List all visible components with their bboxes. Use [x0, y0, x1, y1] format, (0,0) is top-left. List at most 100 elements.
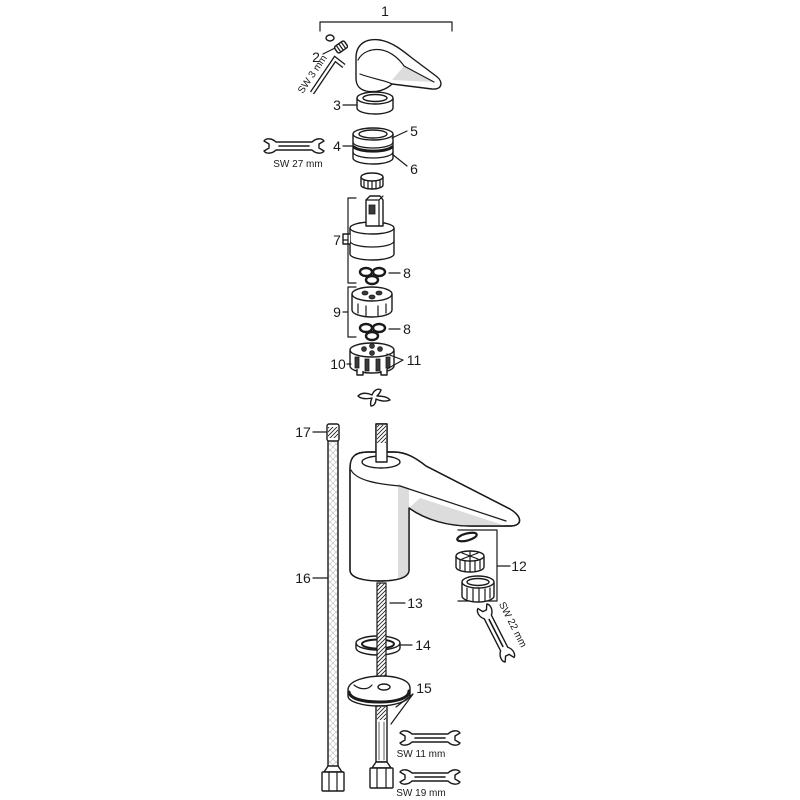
threaded-rod: [376, 582, 387, 688]
aerator-housing-hole: [466, 577, 490, 587]
callout-1-bracket: [319, 21, 453, 32]
hex-key-icon: [309, 55, 346, 95]
faucet-body-outline: [349, 451, 521, 582]
base-hole: [369, 350, 375, 356]
wrench-11-icon: [399, 730, 461, 746]
wrench-19-icon: [399, 769, 461, 785]
callout-14: 14: [415, 637, 431, 653]
hose-bottom-cone: [323, 765, 343, 773]
base-rib: [375, 358, 381, 372]
callout-7: 7: [333, 232, 341, 248]
disc-hole: [375, 290, 383, 296]
faucet-body: [349, 423, 521, 582]
cartridge-band: [349, 240, 395, 248]
hose-top-thread: [328, 427, 338, 438]
center-hose-top-thread: [377, 425, 386, 443]
faucet-body-shade: [398, 484, 409, 579]
hose-edges: [327, 439, 339, 769]
disc-notches: [357, 303, 387, 317]
callout-2-leader: [322, 47, 336, 55]
o-ring: [371, 322, 387, 334]
callout-6-leader: [391, 153, 408, 167]
o-ring: [371, 266, 387, 278]
callout-10: 10: [330, 356, 346, 372]
aerator-housing: [461, 575, 495, 603]
handle-lever-shade: [392, 66, 434, 82]
aerator-insert-grid: [461, 550, 479, 562]
handle-lever-outline: [355, 38, 442, 93]
cartridge-stem-edge: [365, 195, 384, 227]
ring: [356, 91, 394, 115]
disc-top: [351, 286, 393, 302]
wrench-19-size-label: SW 19 mm: [396, 788, 445, 799]
callout-2: 2: [312, 49, 320, 65]
mounting-bracket-plate: [347, 675, 411, 707]
supply-hose-left: [321, 423, 345, 792]
callout-4: 4: [333, 138, 341, 154]
castellated-ring-teeth: [363, 179, 381, 190]
o-ring: [364, 274, 380, 286]
callout-17: 17: [295, 424, 311, 440]
callout-1: 1: [381, 3, 389, 19]
spout-top-face-edge: [350, 469, 507, 522]
nut-hole: [358, 129, 388, 139]
center-stud-lines: [378, 721, 385, 761]
callout-5: 5: [410, 123, 418, 139]
wrench-11-size-label: SW 11 mm: [397, 749, 446, 760]
base-top: [349, 342, 395, 358]
center-hose-bottom-nut: [369, 767, 394, 789]
callout-7-bracket: [342, 197, 357, 284]
o-ring: [358, 266, 374, 278]
mounting-bracket: [347, 675, 411, 707]
ceramic-disc: [351, 286, 393, 318]
castellated-ring: [360, 172, 384, 190]
hose-bottom-nut: [321, 771, 345, 792]
callout-11: 11: [407, 352, 422, 368]
callout-16: 16: [295, 570, 311, 586]
callout-3: 3: [333, 97, 341, 113]
supply-hose-center: [369, 705, 394, 789]
hose-braid: [328, 440, 338, 768]
mounting-bracket-hole: [377, 683, 391, 691]
grub-screw: [325, 34, 349, 54]
aerator-insert: [455, 550, 485, 573]
handle-lever: [355, 38, 442, 93]
cartridge-body-side: [349, 228, 395, 261]
callout-9-bracket: [342, 286, 357, 338]
mounting-bracket-cutout: [353, 684, 373, 690]
disc-hole: [368, 294, 376, 300]
nut-ribs: [352, 141, 394, 159]
o-ring: [358, 322, 374, 334]
nut-with-seals: [352, 127, 394, 165]
callout-15: 15: [416, 680, 432, 696]
cartridge-base: [349, 342, 395, 376]
base-rib: [385, 356, 391, 369]
handle-lever-lower-edge: [359, 73, 393, 85]
base-rib: [354, 356, 360, 369]
cartridge: [342, 195, 395, 261]
cartridge-stem-slot: [368, 204, 376, 215]
callout-11-leader: [386, 353, 404, 370]
disc-hole: [361, 290, 369, 296]
callout-15-leader: [390, 693, 414, 725]
base-foot: [356, 369, 388, 376]
cross-piece: [357, 388, 391, 407]
aerator-insert-ribs: [459, 559, 481, 573]
spout-underside-shade: [409, 498, 506, 526]
base-rib: [364, 358, 370, 372]
base-hole: [377, 346, 383, 352]
ring-hole: [362, 93, 388, 103]
nut-o-ring: [352, 145, 394, 153]
center-stud-thread: [377, 707, 386, 720]
grub-screw-cap: [325, 34, 335, 42]
center-hose-nut-facets: [376, 767, 387, 789]
o-rings-upper: [358, 266, 387, 286]
callout-12: 12: [511, 558, 527, 574]
callout-9: 9: [333, 304, 341, 320]
callout-6: 6: [410, 161, 418, 177]
hex-key-fill: [311, 57, 345, 94]
callout-8-lower: 8: [403, 321, 411, 337]
center-hose-bottom-cone: [371, 761, 392, 769]
aerator-seal: [456, 531, 478, 543]
